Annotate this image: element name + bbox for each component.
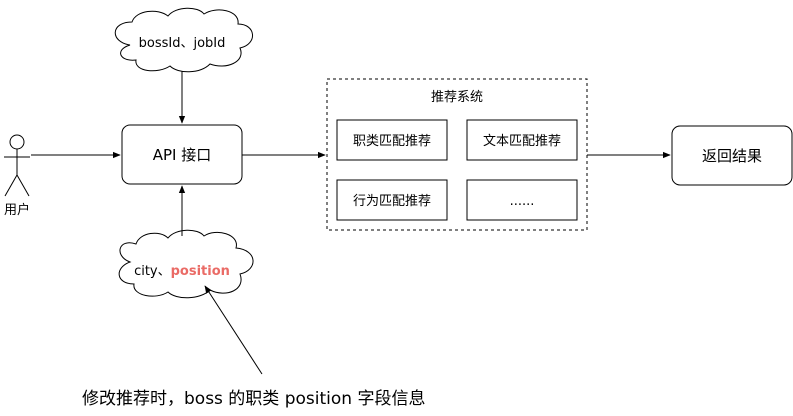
api-node: API 接口: [121, 124, 243, 185]
highlighted-field: position: [171, 264, 230, 279]
user-actor: 用户: [4, 134, 30, 218]
annotation-note: 修改推荐时，boss 的职类 position 字段信息: [82, 389, 425, 409]
cloud-city-position: city、position: [118, 229, 254, 299]
recommendation-system: 推荐系统 职类匹配推荐 文本匹配推荐 行为匹配推荐 ......: [326, 78, 588, 231]
api-label: API 接口: [153, 146, 212, 164]
user-icon: [4, 134, 30, 197]
arrow-note-to-position: [204, 285, 263, 375]
user-label: 用户: [4, 202, 30, 218]
cloud-bottom-label: city、position: [134, 264, 230, 279]
module-label: 文本匹配推荐: [483, 134, 561, 149]
module-label: ......: [510, 194, 535, 209]
module-box: [336, 119, 448, 161]
cloud-shape: [114, 7, 253, 73]
module-box: [466, 179, 578, 221]
module-label: 职类匹配推荐: [353, 134, 431, 149]
cloud-boss-job: bossId、jobId: [114, 7, 253, 73]
cloud-shape: [118, 229, 254, 299]
module-label: 行为匹配推荐: [353, 194, 431, 209]
result-label: 返回结果: [702, 147, 762, 165]
result-node: 返回结果: [671, 125, 793, 186]
system-title: 推荐系统: [431, 90, 483, 105]
system-container: [326, 78, 588, 231]
module-box: [336, 179, 448, 221]
cloud-top-label: bossId、jobId: [139, 36, 226, 51]
module-box: [466, 119, 578, 161]
